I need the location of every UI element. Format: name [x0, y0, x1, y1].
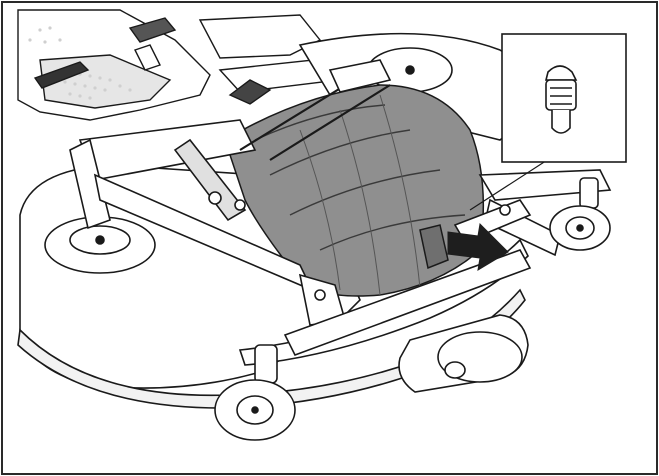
latch-detail-icon: [544, 65, 578, 134]
lift-linkage: [69, 59, 392, 326]
operator-platform: [17, 9, 211, 121]
deck-cover: [224, 84, 485, 297]
front-frame: [283, 169, 612, 356]
caster-wheels: [214, 177, 611, 441]
push-arrow-icon: [447, 154, 556, 271]
detail-inset: [501, 33, 627, 163]
